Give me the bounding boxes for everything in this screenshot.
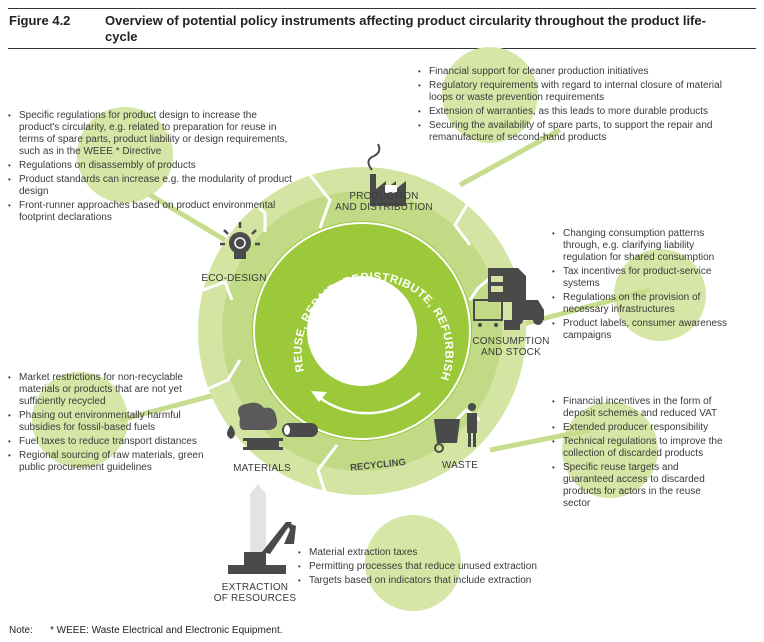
list-item: Changing consumption patterns through, e… [550,228,730,264]
list-item: Market restrictions for non-recyclable m… [6,372,221,408]
label-production-line1: PRODUCTION [349,191,419,202]
house-car-cart-icon [473,268,544,330]
list-item: Regulations on disassembly of products [6,160,296,172]
label-waste-line1: WASTE [441,460,479,471]
label-extraction-line1: EXTRACTION [221,582,289,593]
list-consumption: Changing consumption patterns through, e… [550,228,730,344]
list-item: Extension of warranties, as this leads t… [416,106,736,118]
label-consumption-line2: AND STOCK [481,347,541,358]
person-bin-icon [434,403,477,453]
list-item: Specific reuse targets and guaranteed ac… [550,462,730,510]
cycle-arrowhead-icon [311,391,327,402]
list-item: Regulations on the provision of necessar… [550,292,730,316]
list-item: Specific regulations for product design … [6,110,296,158]
label-ecodesign: ECO-DESIGN [194,273,274,284]
label-production: PRODUCTION AND DISTRIBUTION [328,191,440,213]
list-item: Securing the availability of spare parts… [416,120,736,144]
label-extraction-line2: OF RESOURCES [213,593,297,604]
label-waste: WASTE [432,460,488,471]
raw-materials-icon [227,402,318,450]
list-item: Product labels, consumer awareness campa… [550,318,730,342]
list-item: Financial support for cleaner production… [416,66,736,78]
note-text: * WEEE: Waste Electrical and Electronic … [50,625,283,636]
title-rule [8,48,756,49]
label-extraction: EXTRACTION OF RESOURCES [210,582,300,604]
list-item: Regional sourcing of raw materials, gree… [6,450,221,474]
list-item: Regulatory requirements with regard to i… [416,80,736,104]
list-ecodesign: Specific regulations for product design … [6,110,296,226]
lightbulb-icon [220,222,260,259]
label-ecodesign-line1: ECO-DESIGN [201,273,267,284]
excavator-icon [228,484,296,574]
list-item: Permitting processes that reduce unused … [296,561,566,573]
top-rule [8,8,756,9]
factory-icon [367,143,406,206]
note-label: Note: [9,625,33,636]
list-extraction: Material extraction taxes Permitting pro… [296,547,566,589]
list-item: Fuel taxes to reduce transport distances [6,436,221,448]
list-item: Product standards can increase e.g. the … [6,174,296,198]
list-item: Targets based on indicators that include… [296,575,566,587]
list-item: Financial incentives in the form of depo… [550,396,730,420]
inner-ring-border [253,222,471,440]
list-item: Material extraction taxes [296,547,566,559]
list-item: Extended producer responsibility [550,422,730,434]
cycle-arrow [319,392,421,415]
figure-title: Overview of potential policy instruments… [105,13,706,44]
label-consumption: CONSUMPTION AND STOCK [465,336,557,358]
list-item: Front-runner approaches based on product… [6,200,296,224]
center-hole [307,276,417,386]
list-item: Tax incentives for product-service syste… [550,266,730,290]
label-materials-line1: MATERIALS [233,463,291,474]
label-consumption-line1: CONSUMPTION [472,336,550,347]
list-materials: Market restrictions for non-recyclable m… [6,372,221,476]
list-waste: Financial incentives in the form of depo… [550,396,730,512]
label-materials: MATERIALS [222,463,302,474]
list-item: Technical regulations to improve the col… [550,436,730,460]
label-production-line2: AND DISTRIBUTION [335,202,433,213]
list-production: Financial support for cleaner production… [416,66,736,146]
list-item: Phasing out environmentally harmful subs… [6,410,221,434]
figure-number: Figure 4.2 [9,13,71,28]
